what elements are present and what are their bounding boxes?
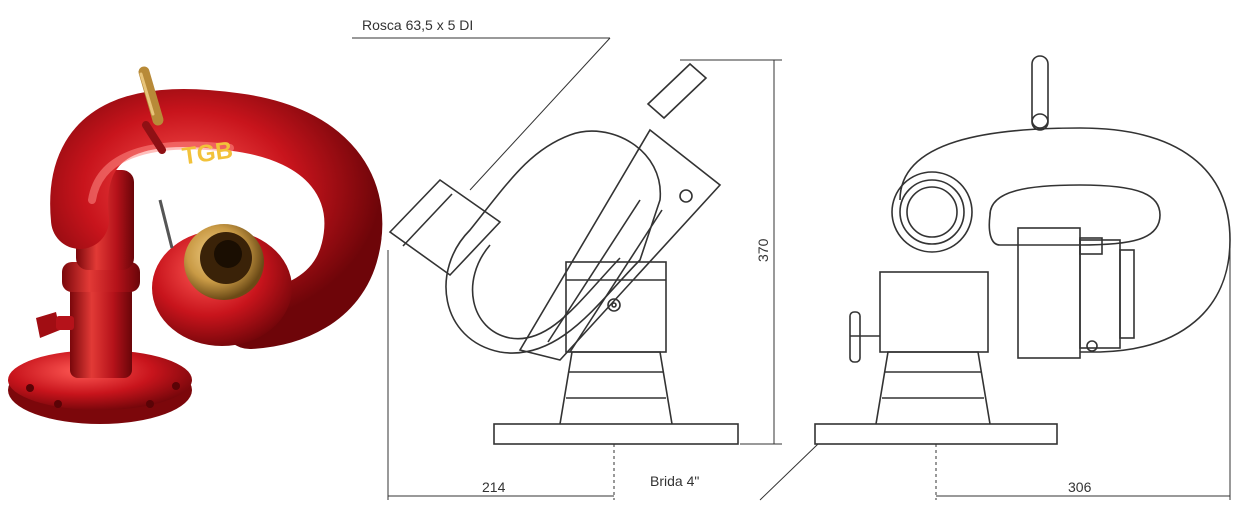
base-cylinder — [70, 270, 132, 378]
front-loop-opening — [988, 184, 1161, 246]
bolt-hole — [146, 400, 154, 408]
front-width-dimension-label: 306 — [1068, 479, 1092, 495]
side-arm-line — [569, 209, 663, 353]
front-coupling-face — [1119, 249, 1135, 339]
front-inlet-bore — [906, 186, 958, 238]
height-dimension-label: 370 — [755, 238, 771, 262]
thread-leader-diag — [469, 37, 611, 191]
front-handle-pivot — [1031, 113, 1049, 131]
front-inlet-inner — [899, 179, 965, 245]
front-base-plate — [814, 423, 1058, 445]
flange-label: Brida 4" — [650, 473, 699, 489]
front-view-drawing — [814, 55, 1231, 500]
flange — [8, 350, 192, 410]
front-coupling-ring — [1079, 239, 1121, 349]
lever-grip — [138, 66, 164, 126]
front-coupling-bolt — [1086, 340, 1098, 352]
bolt-hole — [26, 384, 34, 392]
lever-arm — [142, 121, 166, 154]
lever-grip-highlight — [139, 72, 155, 116]
front-pedestal — [875, 351, 991, 425]
side-pivot — [679, 189, 693, 203]
lever-link — [158, 199, 174, 249]
product-photo: TGB — [8, 66, 383, 424]
side-bolt-center — [611, 302, 617, 308]
side-body — [565, 261, 667, 353]
side-arm-line — [547, 199, 641, 343]
coupling-bore-inner — [214, 240, 242, 268]
front-latch — [1079, 237, 1103, 255]
front-inlet-outer — [891, 171, 973, 253]
side-outlet-box — [388, 178, 502, 277]
lock-screw — [56, 316, 74, 330]
lock-handle — [36, 312, 60, 338]
side-outlet-edge — [402, 193, 453, 247]
brand-logo: TGB — [181, 137, 235, 171]
bolt-hole — [54, 400, 62, 408]
front-loop — [899, 127, 1231, 353]
side-elevation-arm — [518, 128, 722, 361]
side-width-dimension-label: 214 — [482, 479, 506, 495]
front-handle — [1031, 55, 1049, 129]
loop-highlight — [88, 141, 234, 204]
side-pedestal — [559, 351, 673, 425]
side-handle — [646, 62, 708, 120]
loop-pipe — [50, 89, 383, 349]
side-bolt — [607, 298, 621, 312]
front-body — [879, 271, 989, 353]
side-elbow — [445, 130, 661, 354]
thread-label: Rosca 63,5 x 5 DI — [362, 17, 473, 33]
front-handwheel — [849, 311, 861, 363]
side-elbow-inner — [471, 244, 621, 340]
side-base-plate — [493, 423, 739, 445]
bolt-hole — [172, 382, 180, 390]
flange-leader — [759, 443, 819, 501]
front-coupling-box — [1017, 227, 1081, 359]
side-view-drawing — [352, 37, 819, 501]
